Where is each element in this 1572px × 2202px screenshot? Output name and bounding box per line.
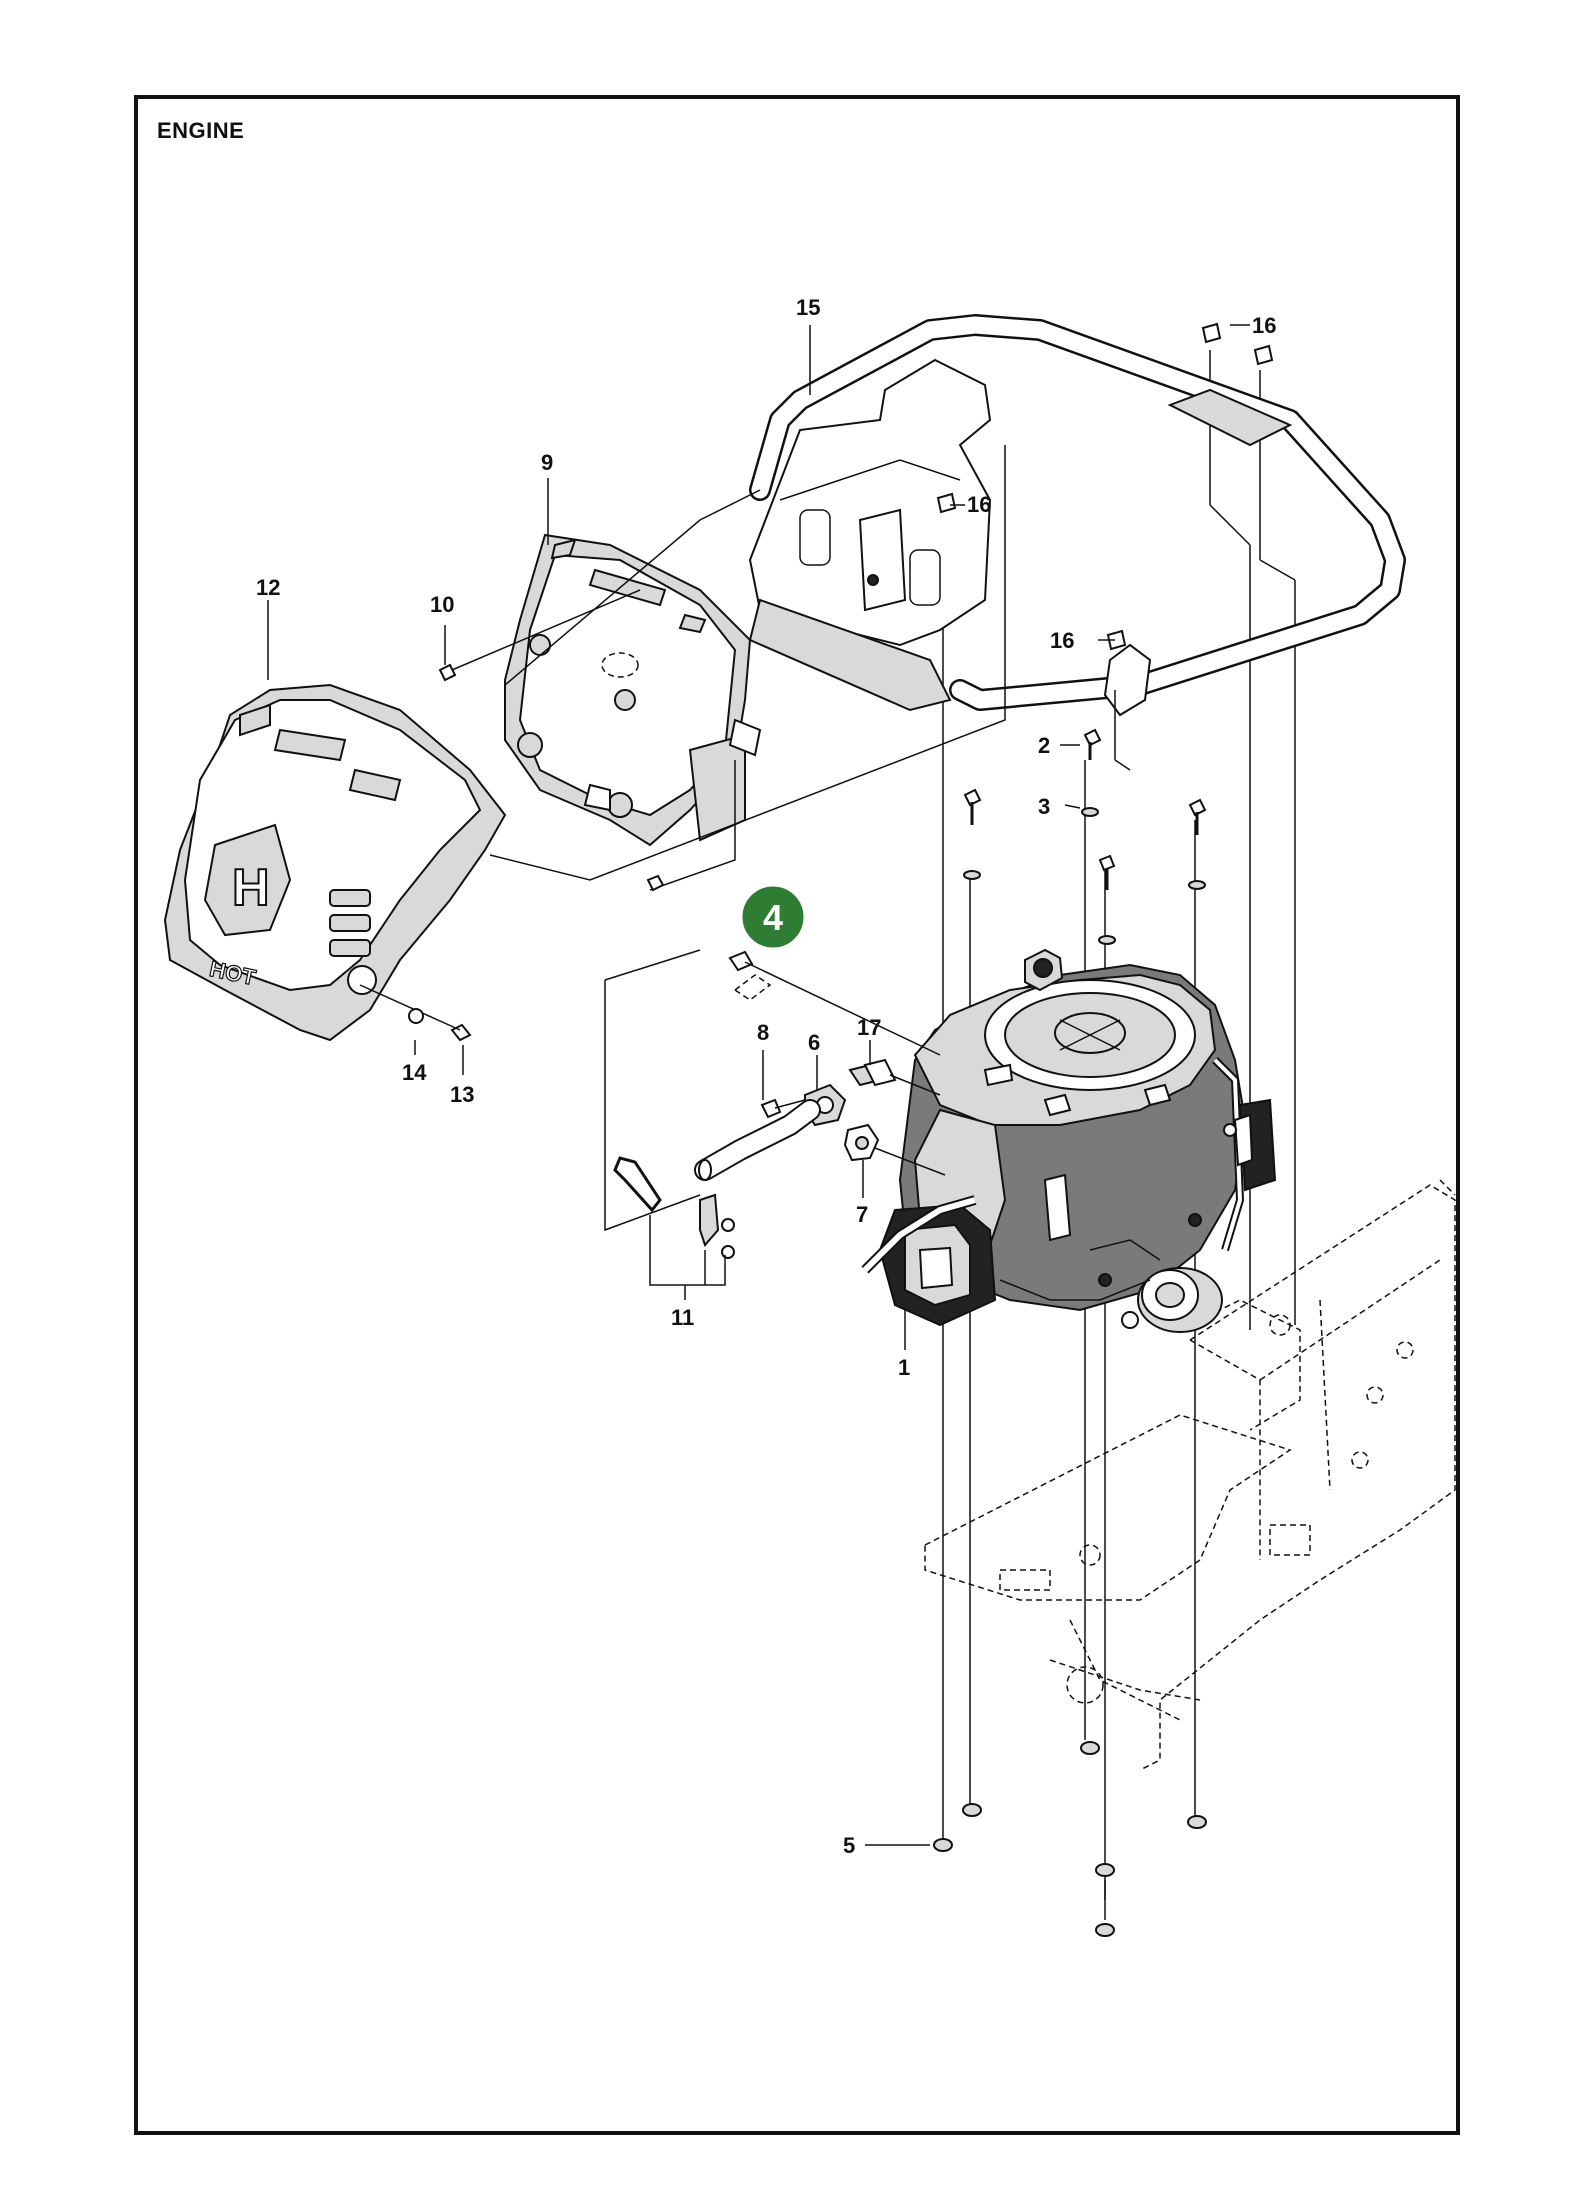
callout-7: 7 — [856, 1202, 868, 1227]
callout-14: 14 — [402, 1060, 427, 1085]
screw-bottom-hood — [646, 874, 665, 892]
callout-16-right: 16 — [1050, 628, 1074, 653]
page-title: ENGINE — [157, 118, 245, 143]
engine — [861, 948, 1277, 1333]
sensor-17 — [848, 1058, 941, 1096]
callout-16-top: 16 — [1252, 313, 1276, 338]
bolts-vertical — [963, 788, 1207, 945]
callout-13: 13 — [450, 1082, 474, 1107]
bolt-2 — [1083, 728, 1102, 760]
callout-12: 12 — [256, 575, 280, 600]
hose-11 — [694, 1099, 821, 1181]
nuts-5 — [933, 1741, 1207, 1937]
svg-text:H: H — [232, 859, 270, 917]
screw-10 — [438, 589, 641, 682]
washer-3 — [1081, 807, 1099, 817]
callout-16-middle: 16 — [967, 492, 991, 517]
roll-bar-frame — [748, 314, 1406, 771]
highlighted-part-4[interactable]: 4 — [739, 883, 807, 951]
callout-15: 15 — [796, 295, 820, 320]
gasket-7 — [843, 1123, 946, 1176]
hood: H HOT — [163, 683, 507, 1042]
callout-6: 6 — [808, 1030, 820, 1055]
callout-5: 5 — [843, 1833, 855, 1858]
page-frame — [134, 95, 1460, 2135]
callout-2: 2 — [1038, 733, 1050, 758]
hood-logo-icon: H — [203, 823, 292, 937]
bolts-16 — [936, 322, 1274, 651]
dash-panel — [504, 533, 762, 847]
hose-group-outline — [604, 949, 701, 1232]
assembly-outline-lines — [489, 445, 1006, 891]
callout-17: 17 — [857, 1015, 881, 1040]
callout-9: 9 — [541, 450, 553, 475]
screw-13 — [359, 984, 472, 1042]
bolt-4 — [728, 950, 941, 1056]
clip-11 — [613, 1156, 735, 1300]
callout-1: 1 — [898, 1355, 910, 1380]
callout-11: 11 — [671, 1305, 694, 1330]
chassis-frame-outline — [924, 1179, 1456, 1771]
highlight-badge-icon — [739, 883, 807, 951]
callout-10: 10 — [430, 592, 454, 617]
callout-leaders — [267, 324, 1250, 1846]
callout-8: 8 — [757, 1020, 769, 1045]
screw-8 — [760, 1098, 806, 1119]
highlight-badge-label: 4 — [763, 897, 783, 938]
callout-3: 3 — [1038, 794, 1050, 819]
